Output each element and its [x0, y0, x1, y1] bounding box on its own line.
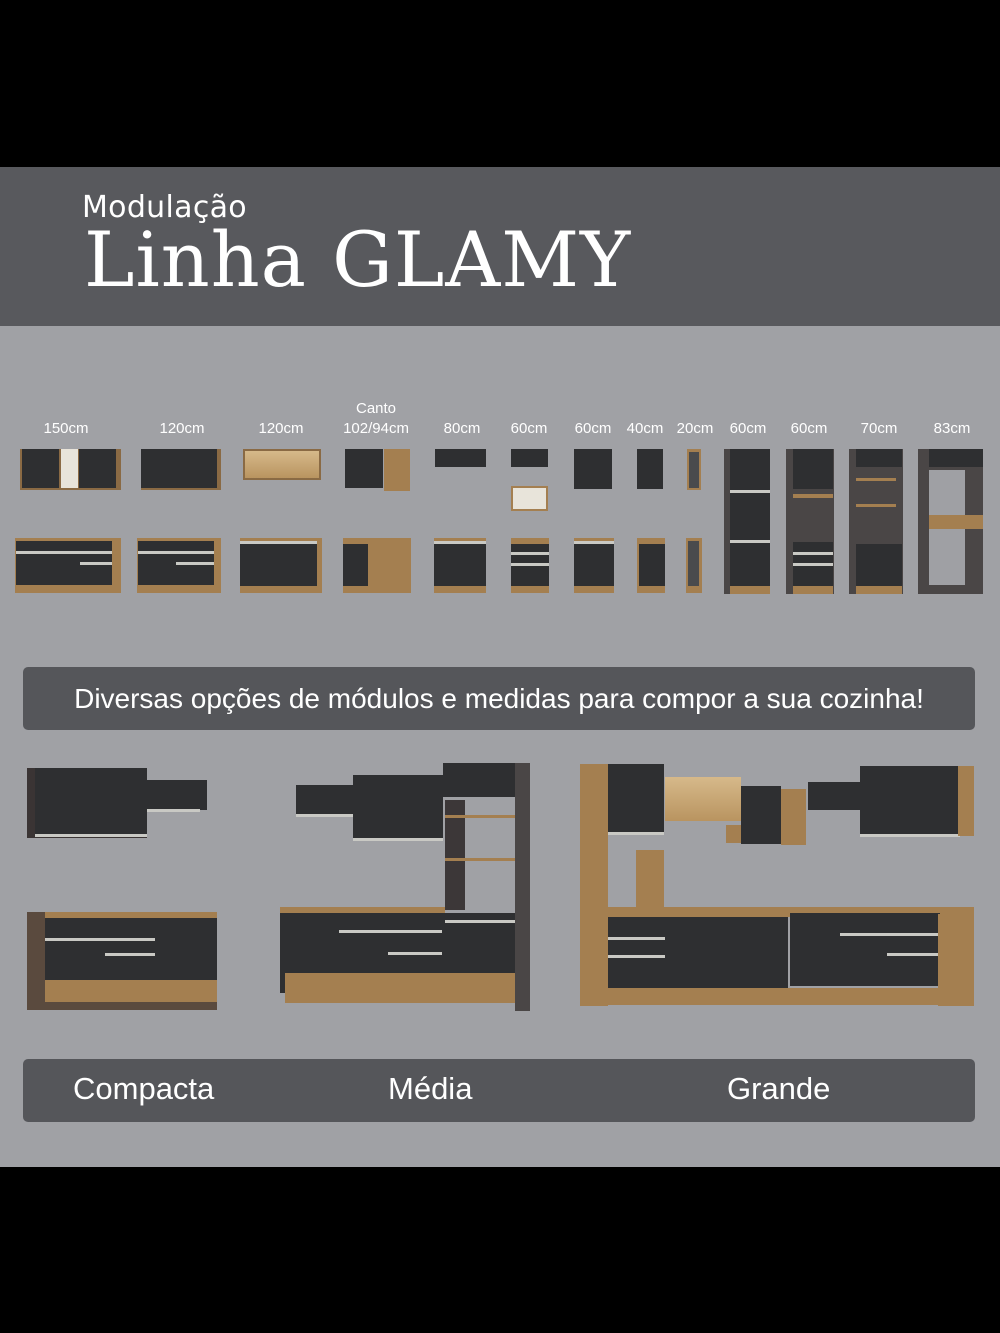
module-label-150: 150cm: [43, 420, 89, 437]
header-band: [0, 167, 1000, 326]
module-label-60c: 60cm: [729, 420, 767, 437]
size-label-compacta: Compacta: [73, 1071, 215, 1106]
header-subtitle: Modulação: [82, 190, 247, 225]
size-label-grande: Grande: [727, 1071, 831, 1106]
module-label-83: 83cm: [933, 420, 971, 437]
module-label-60b: 60cm: [574, 420, 612, 437]
module-label-40: 40cm: [626, 420, 664, 437]
module-label-canto-top: Canto: [355, 400, 397, 417]
module-label-80: 80cm: [443, 420, 481, 437]
module-label-70: 70cm: [860, 420, 898, 437]
size-label-media: Média: [388, 1071, 473, 1106]
module-label-canto: 102/94cm: [343, 420, 409, 437]
module-label-20: 20cm: [676, 420, 714, 437]
info-banner: Diversas opções de módulos e medidas par…: [23, 667, 975, 730]
page-title: Linha GLAMY: [84, 215, 632, 304]
module-label-120b: 120cm: [258, 420, 304, 437]
module-label-60d: 60cm: [790, 420, 828, 437]
kitchen-sizes-bar: [23, 1059, 975, 1122]
module-label-60a: 60cm: [510, 420, 548, 437]
module-label-120a: 120cm: [159, 420, 205, 437]
